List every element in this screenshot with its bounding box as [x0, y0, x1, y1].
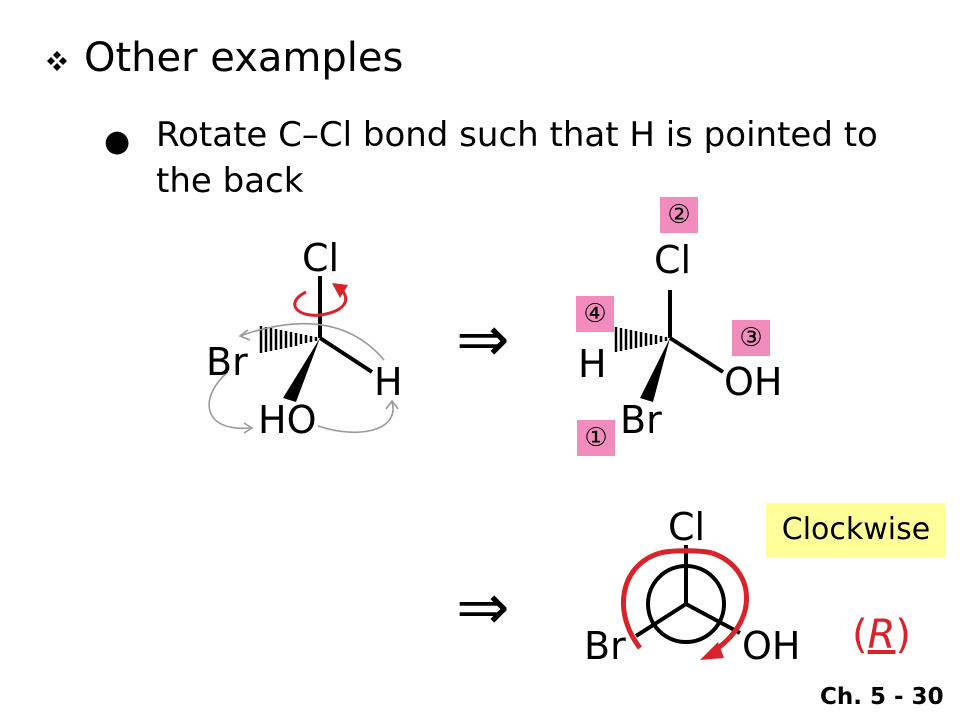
- middle-atom-oh: OH: [724, 360, 783, 404]
- clockwise-label: Clockwise: [766, 503, 946, 557]
- middle-atom-h: H: [578, 342, 607, 386]
- bullet-text: Rotate C–Cl bond such that H is pointed …: [156, 115, 878, 201]
- implies-arrow-icon: ⇒: [456, 303, 510, 377]
- rotation-path-arrows: [208, 323, 399, 434]
- priority-badge-4: ④: [576, 296, 614, 332]
- clockwise-arrow-icon: [620, 548, 749, 660]
- slide-number: Ch. 5 - 30: [820, 684, 944, 710]
- middle-atom-cl: Cl: [654, 238, 692, 282]
- newman-atom-cl: Cl: [668, 505, 706, 549]
- config-close-paren: ): [895, 612, 912, 658]
- left-molecule-bonds: [259, 276, 374, 402]
- middle-molecule-bonds: [614, 290, 725, 402]
- newman-projection: [634, 545, 741, 644]
- configuration-label: (R): [852, 610, 911, 660]
- slide-title: Other examples: [84, 35, 404, 81]
- left-atom-ho: HO: [258, 398, 317, 442]
- priority-badge-1: ①: [577, 420, 615, 456]
- priority-badge-2: ②: [660, 197, 698, 233]
- left-atom-h: H: [374, 360, 403, 404]
- config-letter: R: [867, 612, 896, 658]
- left-atom-cl: Cl: [302, 236, 340, 280]
- left-atom-br: Br: [206, 340, 248, 384]
- bullet-dot-icon: ●: [104, 124, 131, 159]
- config-open-paren: (: [852, 612, 868, 658]
- priority-badge-3: ③: [732, 320, 770, 356]
- implies-arrow-icon: ⇒: [456, 571, 510, 645]
- newman-atom-oh: OH: [742, 624, 801, 668]
- middle-atom-br: Br: [620, 398, 662, 442]
- red-rotation-arrow-icon: [293, 283, 348, 317]
- diamond-bullet-icon: [47, 51, 67, 71]
- newman-atom-br: Br: [584, 624, 626, 668]
